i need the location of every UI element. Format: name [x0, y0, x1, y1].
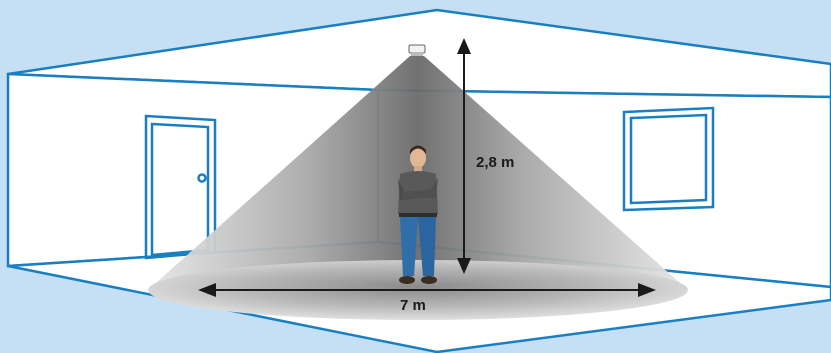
person-figure: [398, 145, 438, 284]
width-arrow: [198, 283, 656, 297]
height-arrow: [457, 38, 471, 274]
height-label: 2,8 m: [476, 154, 514, 171]
width-label: 7 m: [400, 297, 426, 314]
door-knob: [197, 173, 207, 183]
window: [622, 106, 715, 212]
motion-sensor-icon: [408, 44, 426, 56]
